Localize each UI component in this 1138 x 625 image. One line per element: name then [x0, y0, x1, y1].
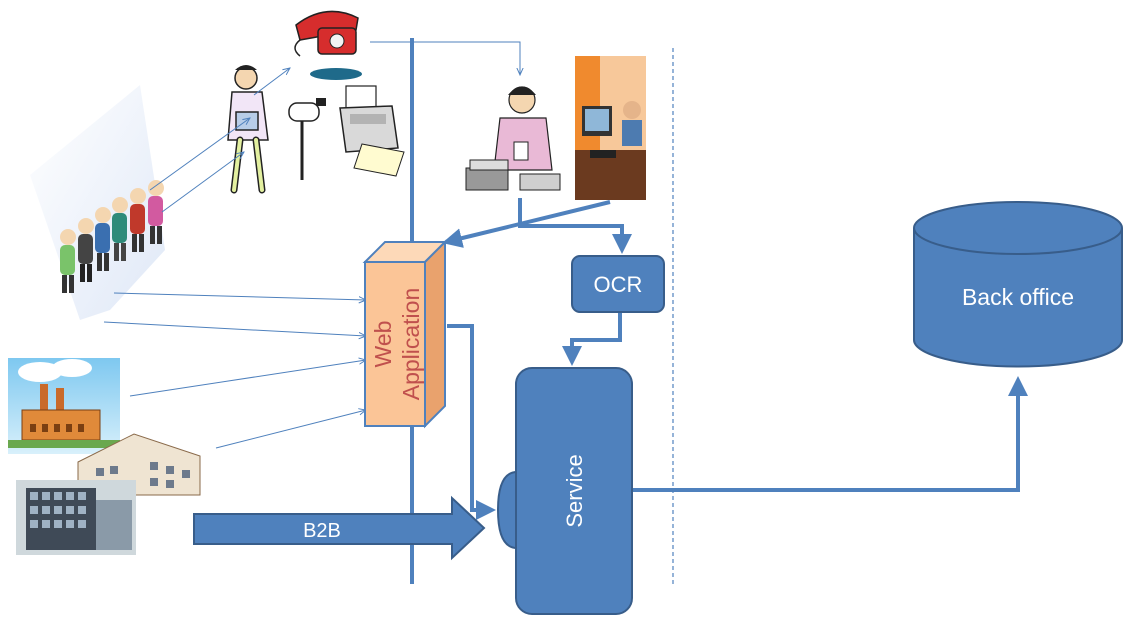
service-label: Service: [562, 454, 587, 527]
crowd-to-web-arrow-1: [113, 292, 366, 300]
crowd-to-mail-arrow: [149, 118, 250, 191]
mail-to-phone-arrow: [253, 68, 290, 96]
office-building-icon: [16, 433, 201, 555]
ocr-to-service-arrow: [562, 312, 622, 366]
service-box: [515, 367, 633, 615]
clerk-sorting-mail-icon: [465, 86, 561, 191]
factory-icon: [8, 358, 120, 454]
crowd-to-web-arrow-2: [103, 321, 366, 336]
b2b-arrow: B2B: [193, 495, 486, 561]
mail-carrier-icon: [227, 65, 269, 194]
phone-to-clerk-arrow: [370, 41, 520, 75]
mailbox-icon: [288, 98, 326, 180]
thin-connectors: [103, 41, 520, 449]
b2b-label: B2B: [303, 520, 341, 542]
clerk-to-ocr-arrow: [518, 198, 632, 254]
operator-to-web-arrow: [442, 200, 611, 248]
back-office-label: Back office: [962, 284, 1074, 310]
web-app-side-face: [424, 239, 446, 429]
ocr-label: OCR: [594, 272, 643, 297]
web-application-box: Web Application: [362, 239, 448, 429]
ocr-box: [571, 255, 665, 313]
telephone-icon: [294, 10, 362, 80]
web-app-label-line2: Application: [398, 288, 424, 401]
web-app-label-line1: Web: [370, 321, 396, 368]
database-cylinder-icon: Back office: [913, 201, 1123, 368]
service-node: Service: [496, 367, 633, 615]
people-crowd-icon: [30, 85, 165, 320]
web-to-service-arrow: [447, 324, 496, 520]
service-interface-port: [496, 470, 518, 550]
service-to-backoffice-arrow: [632, 376, 1028, 492]
thick-connectors: [442, 198, 1028, 520]
fax-machine-icon: [339, 85, 405, 177]
factory-to-web-arrow: [129, 360, 366, 397]
web-app-front-face: [364, 261, 426, 427]
crowd-to-mail-arrow-2: [161, 152, 244, 213]
operator-at-computer-icon: [575, 56, 646, 200]
ocr-node: OCR: [571, 255, 665, 313]
building-to-web-arrow: [215, 410, 366, 449]
